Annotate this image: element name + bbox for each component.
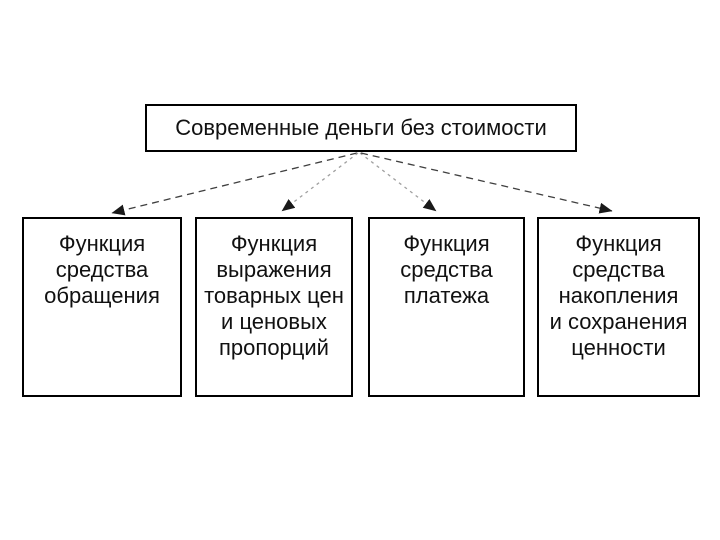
title-box: Современные деньги без стоимости [145,104,577,152]
function-box-circulation: Функция средства обращения [22,217,182,397]
function-label: Функция средства обращения [44,231,160,308]
arrow-title-to-function-1 [111,152,358,216]
arrow-title-to-function-3 [359,152,437,212]
arrow-title-to-function-2 [281,152,359,212]
diagram-title: Современные деньги без стоимости [175,115,547,140]
function-box-store-of-value: Функция средства накопления и сохранения… [537,217,700,397]
function-label: Функция выражения товарных цен и ценовых… [204,231,344,360]
function-box-payment: Функция средства платежа [368,217,525,397]
function-label: Функция средства платежа [400,231,493,308]
function-label: Функция средства накопления и сохранения… [549,231,688,360]
function-box-price-expression: Функция выражения товарных цен и ценовых… [195,217,353,397]
arrow-title-to-function-4 [360,152,613,214]
